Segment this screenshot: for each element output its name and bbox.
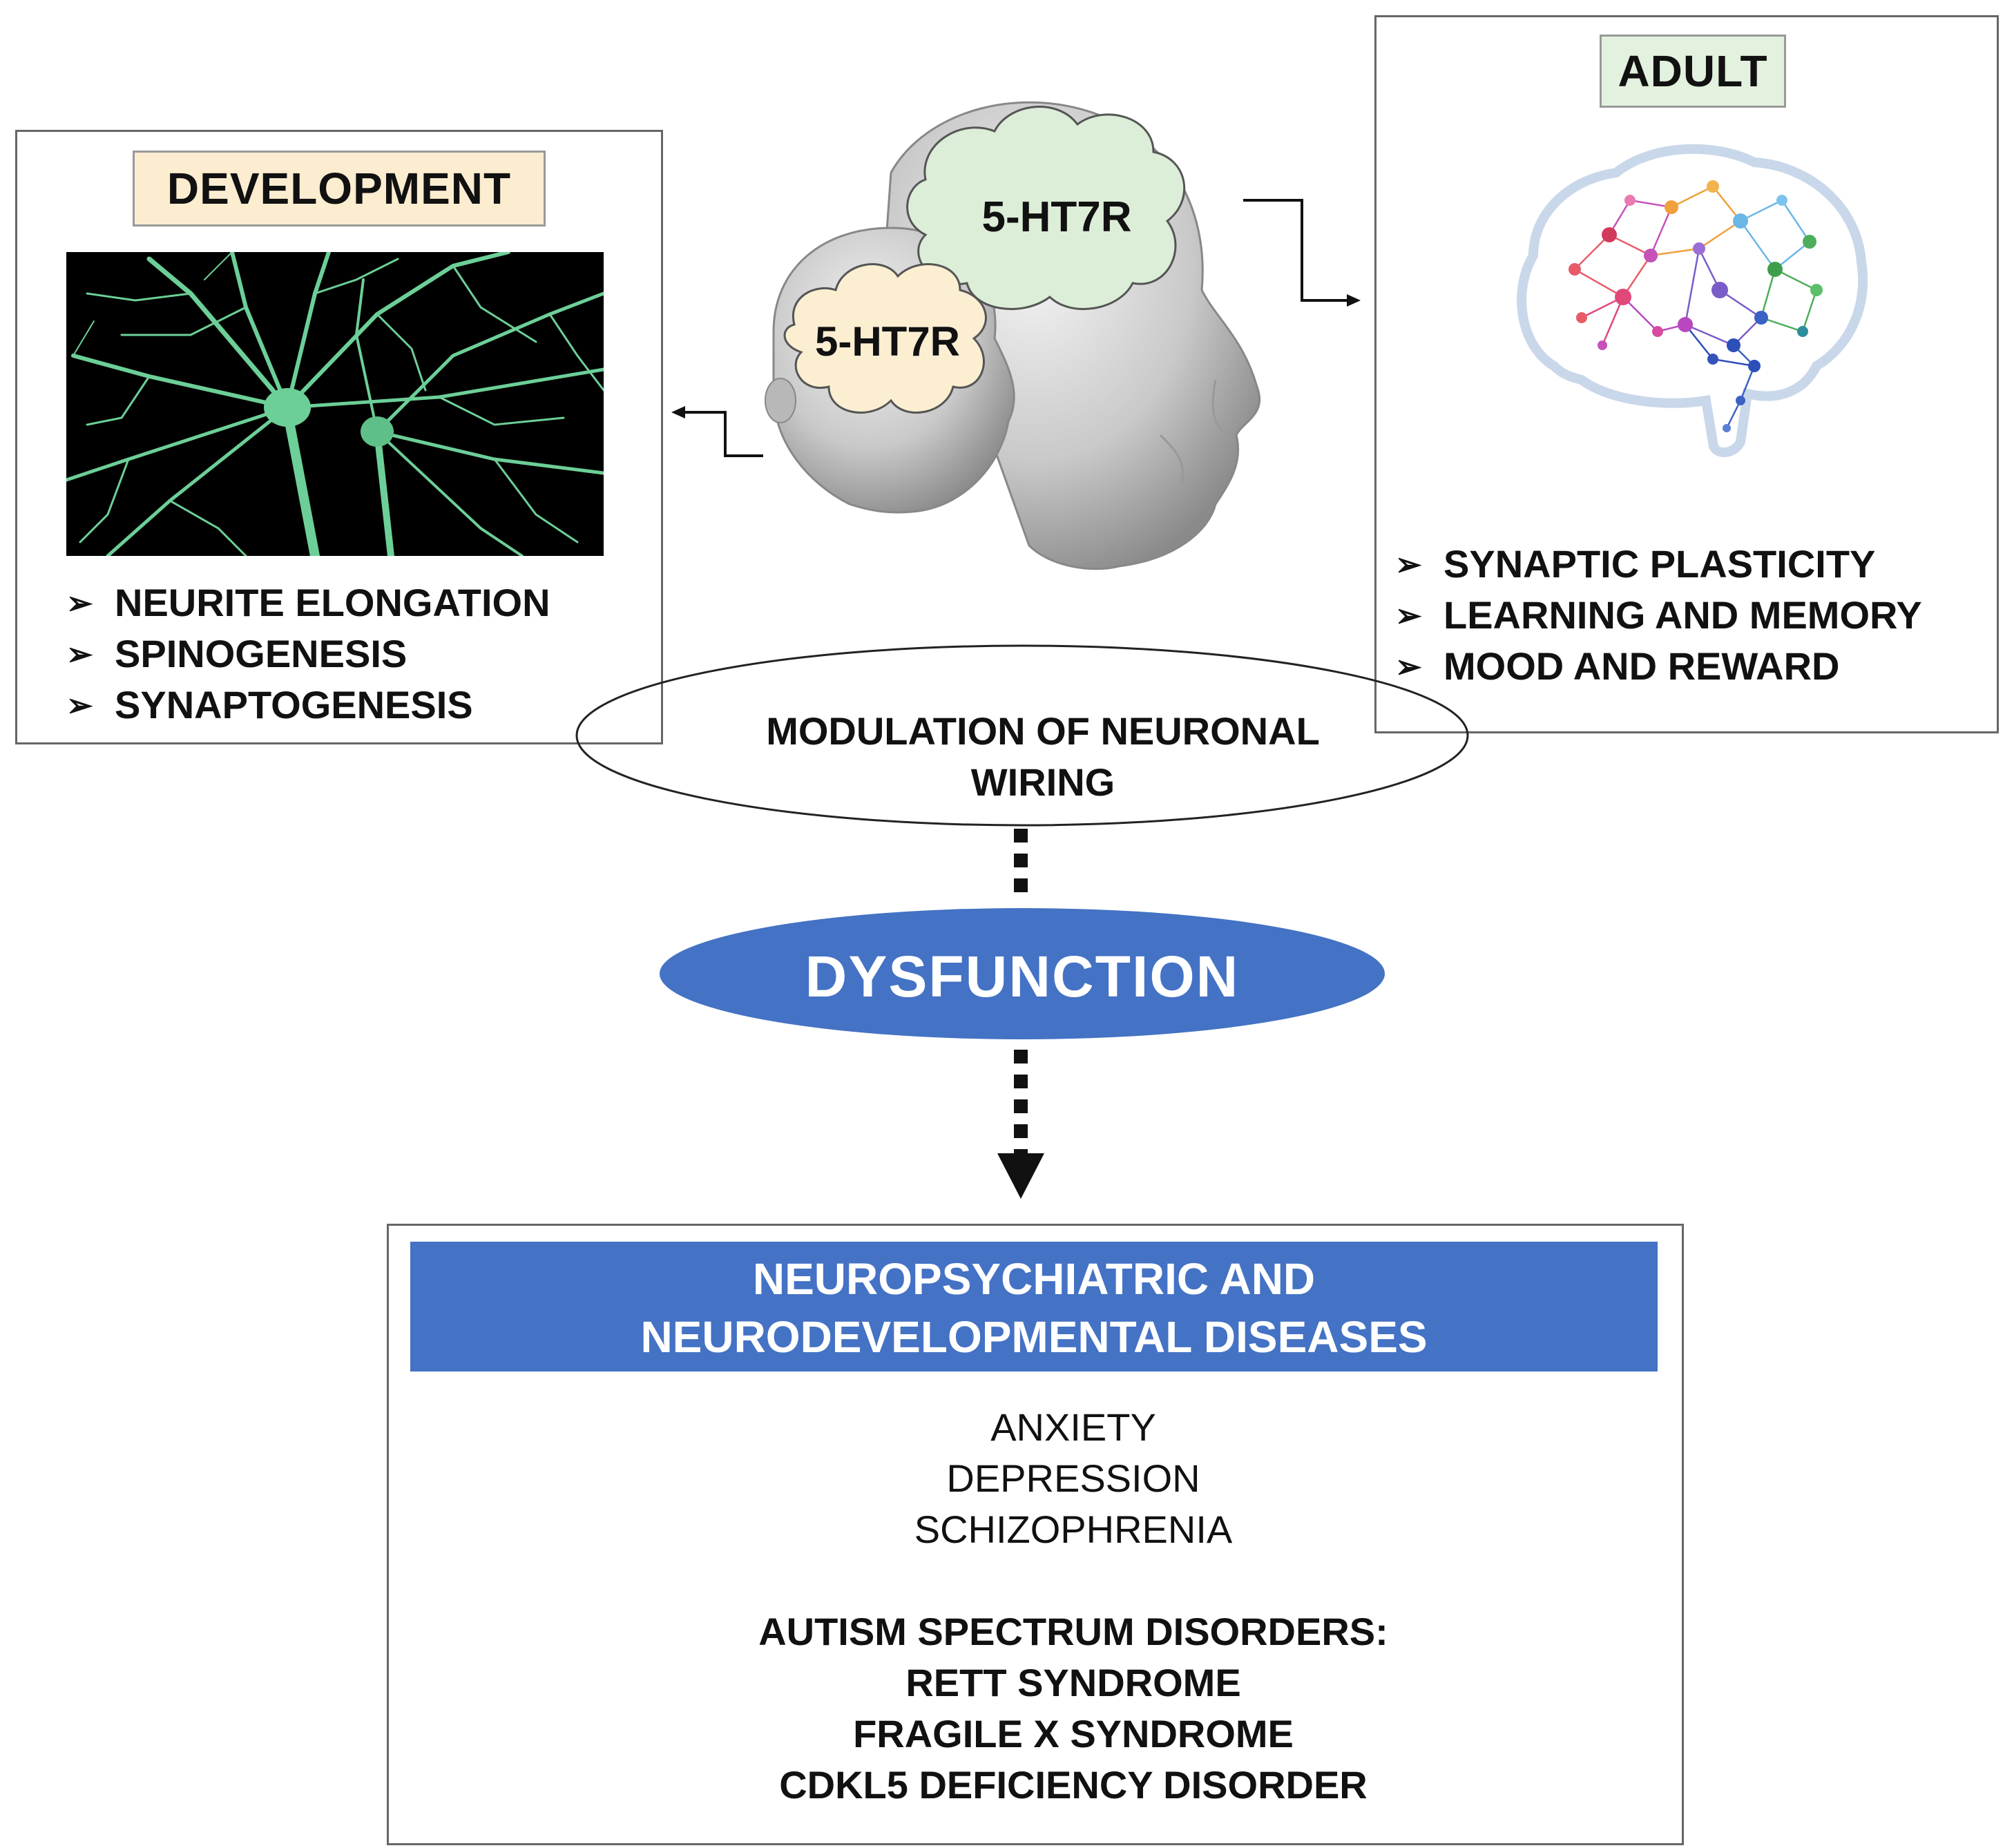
neuron-illustration	[66, 252, 604, 556]
adult-item: ➢SYNAPTIC PLASTICITY	[1395, 539, 1922, 590]
arrowhead-right-icon	[1347, 294, 1361, 307]
arrowhead-bullet-icon: ➢	[66, 585, 93, 621]
arrowhead-down-icon	[997, 1153, 1044, 1199]
development-list: ➢NEURITE ELONGATION ➢SPINOGENESIS ➢SYNAP…	[66, 577, 550, 731]
adult-item: ➢LEARNING AND MEMORY	[1395, 590, 1922, 641]
asd-item: FRAGILE X SYNDROME	[853, 1712, 1294, 1755]
arrowhead-bullet-icon: ➢	[66, 687, 93, 723]
modulation-ellipse	[575, 644, 1469, 827]
development-item: ➢NEURITE ELONGATION	[66, 577, 550, 628]
disease-item: SCHIZOPHRENIA	[914, 1508, 1233, 1551]
asd-item: RETT SYNDROME	[905, 1661, 1241, 1704]
asd-title: AUTISM SPECTRUM DISORDERS:	[758, 1610, 1388, 1653]
development-item: ➢SPINOGENESIS	[66, 628, 550, 680]
diseases-header: NEUROPSYCHIATRIC AND NEURODEVELOPMENTAL …	[410, 1242, 1658, 1371]
adult-item: ➢MOOD AND REWARD	[1395, 641, 1922, 692]
arrow-to-adult	[1243, 199, 1352, 302]
arrowhead-bullet-icon: ➢	[1395, 597, 1422, 633]
child-receptor-cloud	[783, 263, 987, 414]
brain-network-illustration	[1517, 144, 1868, 457]
adult-title: ADULT	[1600, 35, 1786, 108]
child-receptor-label: 5-HT7R	[815, 318, 960, 365]
development-item: ➢SYNAPTOGENESIS	[66, 680, 550, 731]
modulation-text: MODULATION OF NEURONAL WIRING	[766, 709, 1320, 804]
asd-item: CDKL5 DEFICIENCY DISORDER	[779, 1763, 1368, 1807]
asd-list: AUTISM SPECTRUM DISORDERS: RETT SYNDROME…	[410, 1606, 1736, 1811]
arrowhead-bullet-icon: ➢	[1395, 546, 1422, 582]
general-disease-list: ANXIETY DEPRESSION SCHIZOPHRENIA	[410, 1402, 1736, 1555]
connector-arrows	[671, 199, 1361, 457]
dotted-connector	[997, 829, 1044, 1199]
adult-list: ➢SYNAPTIC PLASTICITY ➢LEARNING AND MEMOR…	[1395, 539, 1922, 692]
arrowhead-bullet-icon: ➢	[1395, 648, 1422, 684]
development-title: DEVELOPMENT	[133, 151, 546, 227]
arrowhead-bullet-icon: ➢	[66, 636, 93, 672]
arrow-to-development	[680, 411, 763, 457]
dysfunction-ellipse	[660, 908, 1385, 1039]
dysfunction-label: DYSFUNCTION	[805, 944, 1240, 1009]
neuron-image	[66, 252, 604, 556]
adult-receptor-label: 5-HT7R	[981, 193, 1131, 241]
heads-illustration: 5-HT7R 5-HT7R	[765, 101, 1261, 570]
disease-item: DEPRESSION	[946, 1456, 1200, 1500]
disease-item: ANXIETY	[990, 1405, 1156, 1449]
arrowhead-left-icon	[671, 406, 685, 418]
